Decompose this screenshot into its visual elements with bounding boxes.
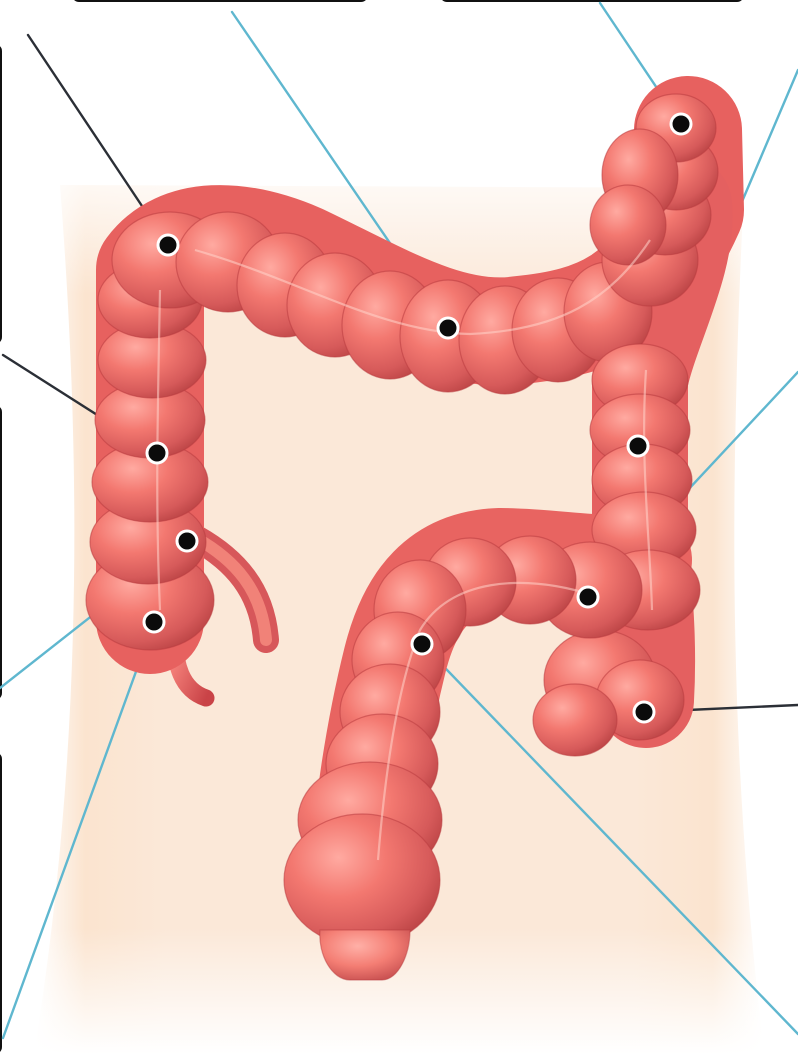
sigmoid-lower-coil-haustrum [533, 684, 617, 756]
circle-marker-icon[interactable] [412, 634, 432, 654]
circle-marker-icon[interactable] [158, 235, 178, 255]
left-upper-box [0, 44, 2, 344]
circle-marker-icon[interactable] [438, 318, 458, 338]
circle-marker-icon[interactable] [634, 702, 654, 722]
circle-marker-icon[interactable] [177, 531, 197, 551]
circle-marker-icon[interactable] [671, 114, 691, 134]
circle-marker-icon[interactable] [147, 443, 167, 463]
splenic-flexure-haustrum [590, 185, 666, 265]
anal-canal [320, 930, 410, 980]
top-left-box [72, 0, 368, 2]
rectum-haustrum [284, 814, 440, 946]
circle-marker-icon[interactable] [144, 612, 164, 632]
left-middle-box [0, 405, 2, 700]
circle-marker-icon[interactable] [578, 587, 598, 607]
top-right-box [440, 0, 744, 2]
circle-marker-icon[interactable] [628, 436, 648, 456]
left-lower-box [0, 752, 2, 1054]
